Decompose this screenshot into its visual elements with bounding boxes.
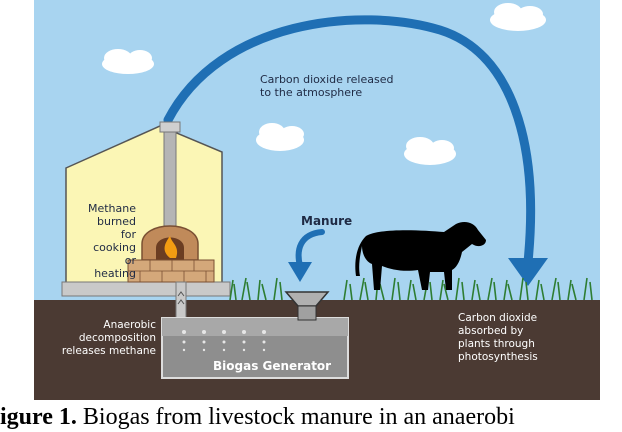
cloud-icon (256, 123, 304, 151)
biogas-tank-top (162, 318, 348, 336)
methane-burned-line: for cooking (93, 228, 136, 254)
methane-burned-line: Methane (87, 202, 136, 215)
co2-released-label: Carbon dioxide released to the atmospher… (260, 73, 393, 99)
co2-released-line: Carbon dioxide released (260, 73, 394, 86)
methane-burned-line: burned (96, 215, 136, 228)
co2-absorbed-line: plants through (458, 338, 535, 350)
gas-bubbles (182, 330, 266, 352)
flame-icon (164, 236, 178, 258)
anaerobic-line: releases methane (61, 345, 156, 357)
biogas-generator-label: Biogas Generator (213, 359, 332, 373)
co2-absorbed-line: absorbed by (458, 325, 524, 337)
anaerobic-line: Anaerobic (103, 319, 156, 331)
cloud-icon (490, 3, 546, 31)
co2-arrow-head-icon (508, 258, 548, 286)
methane-burned-label: Methane burned for cooking or heating (80, 202, 136, 280)
manure-label: Manure (301, 214, 353, 228)
anaerobic-label: Anaerobic decomposition releases methane (60, 319, 156, 358)
co2-absorbed-line: photosynthesis (458, 351, 538, 363)
methane-burned-line: or heating (94, 254, 136, 280)
co2-absorbed-label: Carbon dioxide absorbed by plants throug… (458, 312, 538, 364)
cow-icon (355, 222, 486, 290)
grass (229, 277, 593, 301)
cloud-icon (102, 49, 154, 74)
chimney-cap (159, 121, 181, 133)
cloud-icon (404, 137, 456, 165)
anaerobic-line: decomposition (78, 332, 156, 344)
co2-released-line: to the atmosphere (260, 86, 363, 99)
gas-pipe-arrows (177, 291, 185, 305)
stove-bricks (128, 260, 214, 282)
figure-caption: igure 1. Biogas from livestock manure in… (0, 403, 622, 432)
figure-caption-prefix: igure 1. (0, 404, 77, 430)
co2-cycle-arrow (163, 15, 535, 267)
house-base (61, 281, 231, 297)
figure-caption-text: Biogas from livestock manure in an anaer… (76, 404, 515, 430)
chimney-pipe (163, 129, 177, 235)
co2-absorbed-line: Carbon dioxide (458, 312, 538, 324)
manure-arrow-head-icon (288, 262, 312, 282)
manure-funnel-neck (297, 305, 317, 321)
